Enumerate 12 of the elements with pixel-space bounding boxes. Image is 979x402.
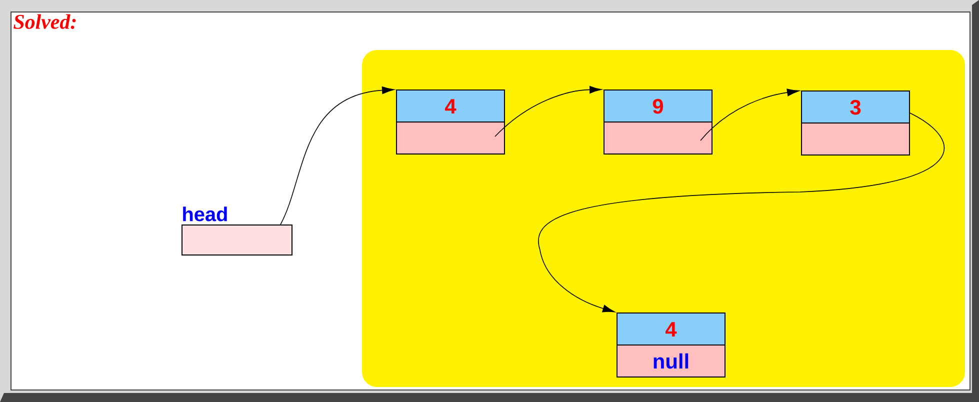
pointer-box: head xyxy=(182,206,292,256)
arrow xyxy=(700,88,800,141)
list-node-box: 4 xyxy=(396,90,505,154)
node-label: head xyxy=(183,206,227,222)
list-node-box: 4 null xyxy=(616,312,726,378)
node-label: null xyxy=(654,353,688,369)
list-node-box: 9 xyxy=(604,90,712,154)
title: Solved: xyxy=(14,14,76,30)
list-node-box: 3 xyxy=(801,90,910,156)
arrow xyxy=(280,86,394,225)
arrow xyxy=(494,86,602,137)
arrow xyxy=(538,112,944,312)
